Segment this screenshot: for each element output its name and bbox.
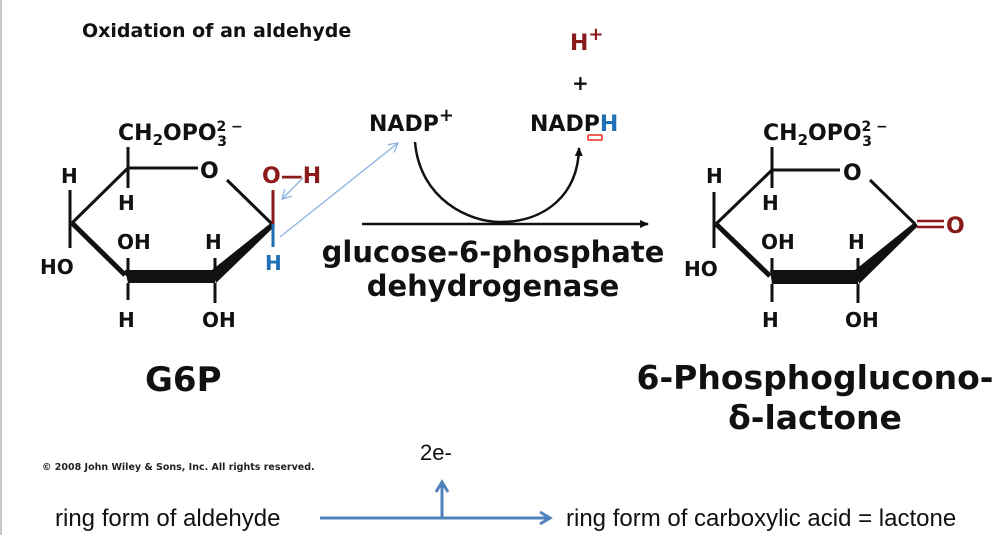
g6p-anomeric-hydrogen: H xyxy=(265,251,282,275)
g6p-ring-oxygen: O xyxy=(200,159,219,184)
nadph-label: NADPH xyxy=(530,112,618,137)
lactone-ring-label: ring form of carboxylic acid = lactone xyxy=(566,505,957,532)
cofactor-group: NADP+ NADPH H+ + xyxy=(362,24,649,228)
g6p-anomeric-hydroxyl: O—H xyxy=(262,164,321,189)
enzyme-name-line2: dehydrogenase xyxy=(366,269,620,303)
slide-title: Oxidation of an aldehyde xyxy=(82,20,352,42)
g6p-label: H xyxy=(61,164,78,188)
nadp-plus-label: NADP+ xyxy=(369,105,454,137)
proton-label: H+ xyxy=(570,24,604,56)
lactone-label: H xyxy=(762,191,779,215)
product-name-line1: 6-Phosphoglucono- xyxy=(636,358,994,397)
reactant-name: G6P xyxy=(145,360,222,400)
lone-pair-highlight xyxy=(587,134,603,141)
g6p-label: OH xyxy=(202,308,236,332)
lactone-label: H xyxy=(706,164,723,188)
lactone-ring-oxygen: O xyxy=(843,161,862,186)
g6p-label: H xyxy=(118,308,135,332)
product-name: 6-Phosphoglucono- δ-lactone xyxy=(630,358,1000,438)
enzyme-name: glucose-6-phosphate dehydrogenase xyxy=(318,235,668,303)
g6p-label: H xyxy=(118,191,135,215)
product-name-line2: δ-lactone xyxy=(728,398,902,437)
slide-left-border xyxy=(0,0,2,535)
g6p-label: OH xyxy=(117,230,151,254)
lactone-label: HO xyxy=(684,257,718,281)
lactone-label: OH xyxy=(761,230,795,254)
electron-arrow-to-carbon xyxy=(281,177,304,200)
lactone-label: H xyxy=(848,230,865,254)
cofactor-curved-arrow xyxy=(413,141,583,224)
enzyme-name-line1: glucose-6-phosphate xyxy=(321,235,665,269)
lactone-label: H xyxy=(762,308,779,332)
plus-sign: + xyxy=(572,71,589,95)
aldehyde-ring-label: ring form of aldehyde xyxy=(55,505,281,532)
lactone-carbonyl-oxygen: O xyxy=(946,214,965,239)
g6p-label: H xyxy=(205,230,222,254)
hydride-transfer-arrow xyxy=(279,142,400,238)
lactone-label: OH xyxy=(845,308,879,332)
g6p-label: HO xyxy=(40,255,74,279)
copyright-notice: © 2008 John Wiley & Sons, Inc. All right… xyxy=(42,462,315,473)
electrons-label: 2e- xyxy=(420,440,452,465)
